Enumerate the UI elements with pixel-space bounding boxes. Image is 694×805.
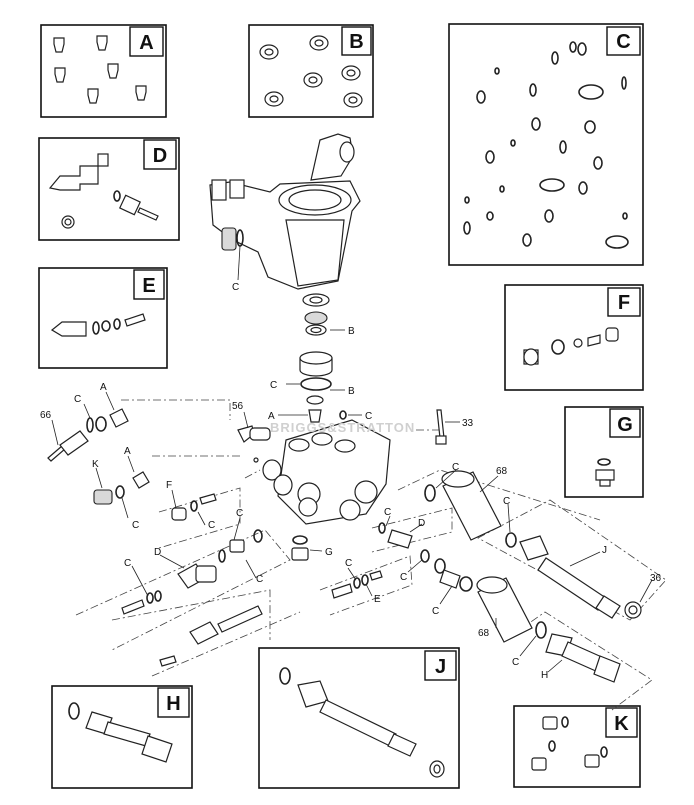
callout-d-left: D — [154, 547, 161, 558]
kit-box-d: D — [38, 137, 180, 241]
callout-c-right-ring: C — [365, 411, 372, 422]
callout-c-68-lower: C — [432, 606, 439, 617]
o-ring-kit-icon — [463, 41, 629, 249]
callout-c-e: C — [345, 558, 352, 569]
callout-a-mid: A — [268, 411, 275, 422]
kit-tag-b: B — [349, 31, 363, 53]
unloader-spring-part — [378, 522, 473, 592]
piston-seal-stack — [299, 293, 347, 423]
outlet-fitting-68-lower-part — [476, 576, 533, 643]
callout-b-upper: B — [348, 326, 355, 337]
kit-box-b: B — [248, 24, 374, 118]
callout-d-center: D — [418, 518, 425, 529]
check-valve-f-part — [171, 493, 217, 521]
kit-box-f: F — [504, 284, 644, 391]
outlet-fitting-68-upper-part — [424, 470, 517, 548]
inlet-plug-icon — [531, 716, 608, 771]
callout-c-upper-left: C — [236, 508, 243, 519]
kit-tag-f: F — [618, 292, 630, 314]
drain-plug-icon — [595, 458, 615, 487]
swivel-j-part — [519, 535, 642, 619]
callout-j: J — [602, 545, 607, 556]
callout-e: E — [374, 594, 381, 605]
callout-a-lower: A — [124, 446, 131, 457]
callout-f: F — [166, 480, 172, 491]
pump-block-part — [253, 419, 391, 525]
callout-c-66: C — [74, 394, 81, 405]
callout-68-upper: 68 — [496, 466, 508, 477]
callout-66: 66 — [40, 410, 52, 421]
kit-box-g: G — [564, 406, 644, 498]
pump-manifold-housing — [209, 133, 361, 290]
callout-c-68-upper: C — [452, 462, 459, 473]
seal-kit-icon — [259, 35, 363, 108]
kit-tag-h: H — [166, 693, 180, 715]
callout-33: 33 — [462, 418, 474, 429]
callout-c-inlet: C — [232, 282, 239, 293]
kit-box-k: K — [513, 705, 641, 788]
bolt-33-part — [435, 409, 447, 445]
callout-c-lower-left: C — [124, 558, 131, 569]
callout-k: K — [92, 459, 99, 470]
fitting-56-part — [237, 425, 271, 443]
relief-valve-e-part — [331, 570, 383, 599]
outlet-fitting-icon — [68, 702, 173, 763]
callout-h: H — [541, 670, 548, 681]
callout-36: 36 — [650, 573, 662, 584]
grouping-lines — [75, 399, 667, 711]
kit-tag-k: K — [614, 713, 629, 735]
callout-c-f: C — [208, 520, 215, 531]
adapter-h-part — [535, 621, 621, 683]
kit-box-j: J — [258, 647, 460, 789]
kit-tag-g: G — [617, 414, 633, 436]
kit-box-a: A — [40, 24, 167, 118]
callout-c-k: C — [132, 520, 139, 531]
nozzle-tips-icon — [53, 35, 147, 104]
drain-plug-g-part — [291, 535, 309, 561]
kit-tag-j: J — [435, 656, 446, 678]
callout-c-mid: C — [270, 380, 277, 391]
unloader-d-part — [121, 529, 263, 667]
kit-tag-d: D — [153, 145, 167, 167]
callout-c-center-low: C — [400, 572, 407, 583]
unloader-assembly-icon — [48, 153, 159, 229]
kit-box-h: H — [51, 685, 193, 789]
callout-c-h: C — [512, 657, 519, 668]
inlet-plug-part — [221, 227, 244, 251]
callout-56: 56 — [232, 401, 244, 412]
callout-68-lower: 68 — [478, 628, 490, 639]
watermark-text: BRIGGS&STRATTON — [270, 420, 415, 435]
kit-box-c: C — [448, 23, 644, 266]
pressure-switch-66-part — [47, 408, 129, 462]
kit-tag-e: E — [142, 275, 155, 297]
kit-tag-a: A — [139, 32, 153, 54]
callout-a-upper: A — [100, 382, 107, 393]
swivel-fitting-icon — [279, 667, 445, 778]
callout-c-j: C — [503, 496, 510, 507]
callout-b-lower: B — [348, 386, 355, 397]
callout-g: G — [325, 547, 333, 558]
nozzle-plug-part — [93, 471, 150, 505]
callout-c-center: C — [384, 507, 391, 518]
callout-c-d: C — [256, 574, 263, 585]
kit-tag-c: C — [616, 31, 630, 53]
thermal-relief-valve-icon — [50, 313, 146, 337]
callout-labels: C B C B A C 33 56 66 C A K A C F C C D C… — [40, 282, 662, 681]
leader-lines — [51, 245, 653, 673]
check-valve-icon — [523, 327, 619, 366]
kit-box-e: E — [38, 267, 168, 369]
